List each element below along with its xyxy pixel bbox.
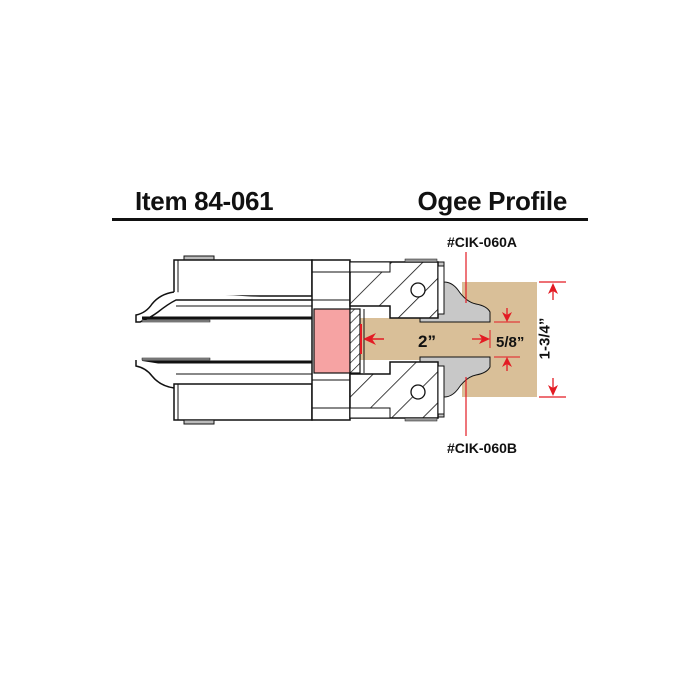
blade-assembly-top [135, 255, 313, 323]
dimension-lines [360, 252, 566, 436]
item-number-title: Item 84-061 [135, 186, 274, 216]
height-dimension: 1-3/4” [536, 317, 554, 360]
blade-assembly-bottom [135, 357, 313, 425]
spacer-shim [313, 308, 351, 374]
header-rule [112, 218, 588, 221]
cutter-head-bottom [349, 361, 445, 422]
hub-body [311, 259, 365, 421]
part-label-top: #CIK-060A [447, 234, 518, 250]
gap-dimension: 5/8” [496, 334, 525, 351]
part-label-bottom: #CIK-060B [447, 440, 518, 456]
workpiece [356, 282, 537, 397]
profile-title: Ogee Profile [417, 186, 567, 216]
depth-dimension: 2” [418, 332, 436, 351]
cutter-head-top [349, 258, 445, 319]
